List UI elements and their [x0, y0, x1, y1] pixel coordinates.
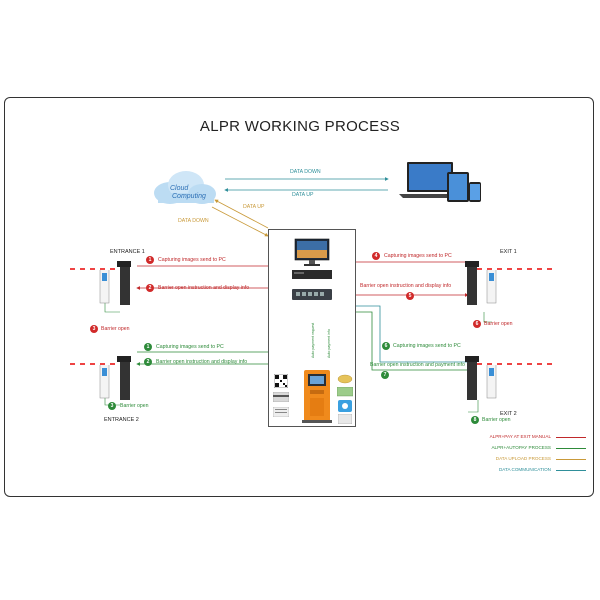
pc-box-icon [292, 270, 332, 279]
step-label: Barrier open instruction and display inf… [360, 283, 452, 289]
parking-card-icon [273, 407, 289, 417]
step-badge: 3 [90, 325, 98, 333]
gold-down-arrow [211, 206, 269, 237]
wallet-icon [338, 414, 352, 424]
mobile-pay-icon [338, 400, 352, 412]
step-badge: 5 [406, 292, 414, 300]
legend-item: DATA UPLOAD PROCESS [436, 456, 586, 462]
exit2-label: EXIT 2 [500, 411, 517, 417]
step-badge: 2 [144, 358, 152, 366]
step-label: Barrier open [101, 326, 130, 332]
step-label: Capturing images send to PC [384, 253, 452, 259]
laptop-tablet-icon [399, 162, 481, 202]
cloud-label-2: Computing [172, 193, 206, 200]
legend-item: ALPR+PAY AT EXIT MANUAL [436, 434, 586, 440]
cash-icon [337, 387, 353, 397]
step-badge: 7 [381, 371, 389, 379]
legend-line [556, 448, 586, 449]
gold-up-arrow [214, 199, 269, 229]
exit1-label: EXIT 1 [500, 249, 517, 255]
coin-icon [337, 374, 353, 384]
x1-barrier-loop [483, 312, 492, 323]
legend-item: DATA COMMUNICATION [436, 467, 586, 473]
data-up-label: DATA UP [292, 192, 314, 198]
step-label: Barrier open [484, 321, 513, 327]
exit1-barrier [465, 261, 553, 305]
step-badge: 8 [471, 416, 479, 424]
step-label: Barrier open [120, 403, 149, 409]
legend-label: ALPR+AUTOPAY PROCESS [491, 445, 551, 450]
entrance1-barrier [70, 261, 131, 305]
legend-item: ALPR+AUTOPAY PROCESS [436, 445, 586, 451]
x2-barrier-loop [468, 400, 479, 413]
qr-code-icon [274, 374, 288, 388]
entrance1-label: ENTRANCE 1 [110, 249, 145, 255]
legend-line [556, 470, 586, 471]
step-label: Barrier open [482, 417, 511, 423]
legend-label: ALPR+PAY AT EXIT MANUAL [489, 434, 551, 439]
step-label: Barrier open instruction and display inf… [158, 285, 250, 291]
legend-label: DATA COMMUNICATION [498, 467, 551, 472]
step-label: Capturing images send to PC [156, 344, 224, 350]
kiosk-info-label: Auto payment info [327, 329, 331, 358]
cloud-label-1: Cloud [170, 185, 189, 192]
network-switch-icon [292, 289, 332, 300]
step-badge: 4 [372, 252, 380, 260]
step-badge: 1 [144, 343, 152, 351]
cloud-icon [154, 171, 216, 204]
diagram-title: ALPR WORKING PROCESS [199, 118, 401, 135]
legend-line [556, 459, 586, 460]
kiosk-request-label: Auto payment request [311, 322, 315, 358]
step-badge: 2 [146, 284, 154, 292]
step-label: Capturing images send to PC [158, 257, 226, 263]
bank-card-icon [273, 392, 289, 402]
x2-open-arrow [343, 311, 471, 372]
legend-line [556, 437, 586, 438]
entrance2-label: ENTRANCE 2 [104, 417, 139, 423]
step-badge: 6 [473, 320, 481, 328]
data-down-label: DATA DOWN [290, 169, 321, 175]
x2-capture-arrow [342, 304, 470, 363]
monitor-icon [294, 238, 330, 266]
exit2-barrier [465, 356, 553, 400]
entrance2-barrier [70, 356, 131, 400]
step-badge: 6 [382, 342, 390, 350]
step-label: Barrier open instruction and display inf… [156, 359, 248, 365]
payment-kiosk-icon [302, 370, 332, 423]
gold-data-up-label: DATA UP [243, 204, 265, 210]
step-badge: 1 [146, 256, 154, 264]
step-label: Capturing images send to PC [393, 343, 461, 349]
gold-data-down-label: DATA DOWN [178, 218, 209, 224]
legend-label: DATA UPLOAD PROCESS [495, 456, 551, 461]
step-badge: 3 [108, 402, 116, 410]
e1-barrier-loop [104, 300, 120, 313]
step-label: Barrier open instruction and payment inf… [370, 362, 465, 368]
